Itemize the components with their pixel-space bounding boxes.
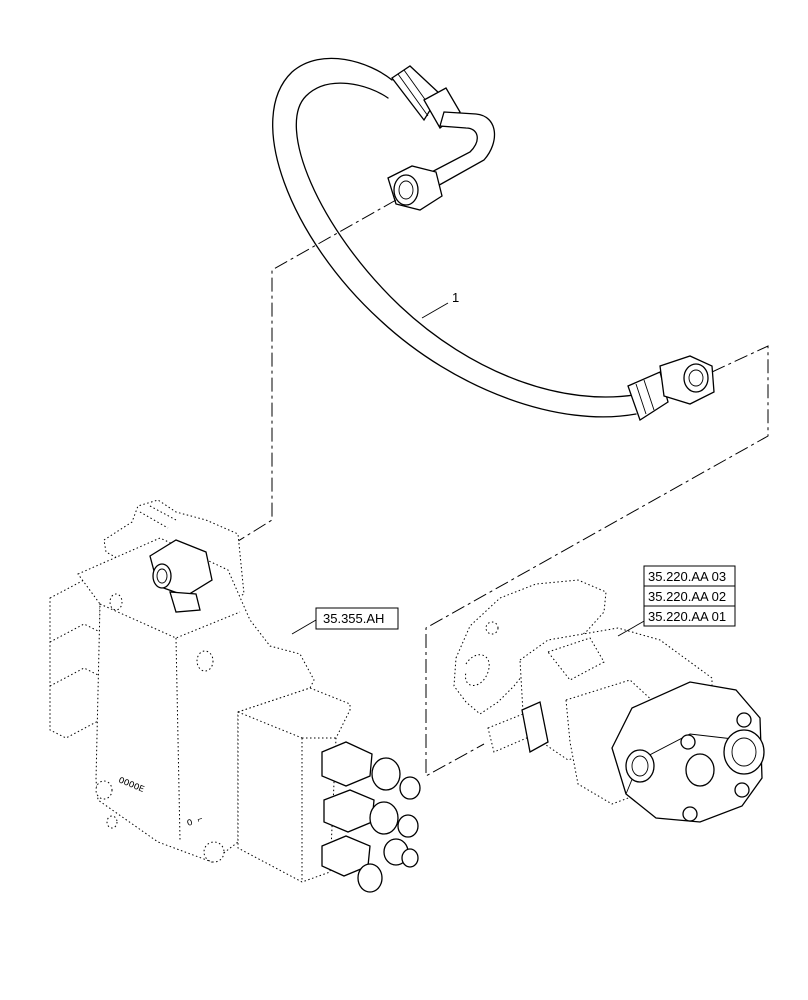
valve-callout: 35.355.AH <box>291 607 399 635</box>
pump-callouts: 35.220.AA 03 35.220.AA 02 35.220.AA 01 <box>617 565 736 637</box>
hydraulic-pump-assembly <box>453 579 765 823</box>
pump-reference-label: 35.220.AA 03 <box>648 569 726 584</box>
assembly-line-pump <box>425 345 769 777</box>
pump-reference-label: 35.220.AA 01 <box>648 609 726 624</box>
valve-reference-label: 35.355.AH <box>323 611 384 626</box>
assembly-line-valve <box>213 199 397 557</box>
hydraulic-hose <box>272 57 715 421</box>
item-leader-line <box>421 302 449 319</box>
svg-text:O ⌐: O ⌐ <box>186 814 205 829</box>
pump-reference-label: 35.220.AA 02 <box>648 589 726 604</box>
item-number-label: 1 <box>452 290 459 305</box>
spool-caps <box>321 741 421 893</box>
control-valve-assembly: OOOOE O ⌐ <box>49 499 421 893</box>
